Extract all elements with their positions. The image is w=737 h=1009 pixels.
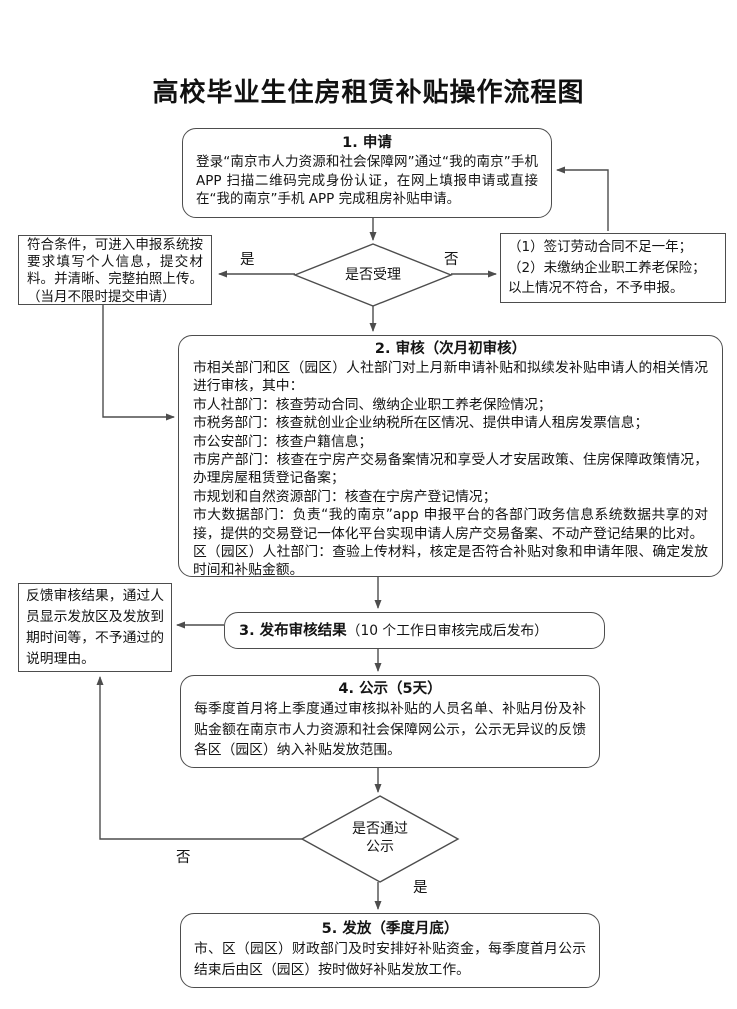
step5-disburse-box: 5. 发放（季度月底） 市、区（园区）财政部门及时安排好补贴资金，每季度首月公示… bbox=[180, 913, 600, 988]
arrow-eligible-to-step2 bbox=[102, 305, 175, 421]
page-title: 高校毕业生住房租赁补贴操作流程图 bbox=[152, 78, 585, 108]
step5-body: 市、区（园区）财政部门及时安排好补贴资金，每季度首月公示结束后由区（园区）按时做… bbox=[194, 941, 586, 978]
step2-line: 市大数据部门：负责“我的南京”app 申报平台的各部门政务信息系统数据共享的对接… bbox=[193, 507, 708, 542]
step2-line: 区（园区）人社部门：查验上传材料，核定是否符合补贴对象和申请年限、确定发放时间和… bbox=[193, 544, 708, 579]
decision2-question: 是否通过 公示 bbox=[302, 820, 458, 856]
step1-heading: 1. 申请 bbox=[342, 135, 392, 151]
step2-line: 市规划和自然资源部门：核查在宁房产登记情况； bbox=[193, 488, 497, 505]
step3-heading: 3. 发布审核结果 bbox=[239, 623, 347, 639]
step3-publish-box: 3. 发布审核结果（10 个工作日审核完成后发布） bbox=[224, 612, 605, 649]
step2-line: 市相关部门和区（园区）人社部门对上月新申请补贴和拟续发补贴申请人的相关情况进行审… bbox=[193, 360, 708, 395]
step1-apply-box: 1. 申请 登录“南京市人力资源和社会保障网”通过“我的南京”手机 APP 扫描… bbox=[182, 128, 552, 218]
step2-line: 市公安部门：核查户籍信息； bbox=[193, 433, 373, 450]
decision2-question-line1: 是否通过 bbox=[352, 821, 408, 837]
feedback-note-box: 反馈审核结果，通过人员显示发放区及发放到期时间等，不予通过的说明理由。 bbox=[18, 583, 172, 672]
step3-note: （10 个工作日审核完成后发布） bbox=[346, 623, 548, 639]
decision2-question-line2: 公示 bbox=[366, 839, 394, 855]
decision1-yes-label: 是 bbox=[240, 252, 255, 268]
decision1-question: 是否受理 bbox=[345, 267, 401, 283]
decision2-no-label: 否 bbox=[176, 850, 191, 866]
reject-note-line: （2）未缴纳企业职工养老保险； bbox=[508, 259, 706, 276]
step4-heading: 4. 公示（5天） bbox=[338, 681, 442, 697]
step4-body: 每季度首月将上季度通过审核拟补贴的人员名单、补贴月份及补贴金额在南京市人力资源和… bbox=[194, 701, 586, 758]
reject-note-line: 以上情况不符合，不予申报。 bbox=[508, 280, 684, 296]
reject-note-line: （1）签订劳动合同不足一年； bbox=[508, 239, 693, 255]
step4-publicity-box: 4. 公示（5天） 每季度首月将上季度通过审核拟补贴的人员名单、补贴月份及补贴金… bbox=[180, 675, 600, 768]
eligible-note-body: 符合条件，可进入申报系统按要求填写个人信息，提交材料。并清晰、完整拍照上传。（当… bbox=[27, 237, 203, 305]
step2-heading: 2. 审核（次月初审核） bbox=[374, 341, 527, 357]
step2-review-box: 2. 审核（次月初审核） 市相关部门和区（园区）人社部门对上月新申请补贴和拟续发… bbox=[178, 335, 723, 579]
step2-line: 市房产部门：核查在宁房产交易备案情况和享受人才安居政策、住房保障政策情况，办理房… bbox=[193, 452, 708, 487]
feedback-note-body: 反馈审核结果，通过人员显示发放区及发放到期时间等，不予通过的说明理由。 bbox=[26, 588, 164, 667]
decision2-yes-label: 是 bbox=[413, 880, 428, 896]
reject-note-box: （1）签订劳动合同不足一年； （2）未缴纳企业职工养老保险； 以上情况不符合，不… bbox=[500, 233, 726, 303]
step5-heading: 5. 发放（季度月底） bbox=[321, 921, 459, 937]
step2-line: 市税务部门：核查就创业企业纳税所在区情况、提供申请人租房发票信息； bbox=[193, 415, 649, 432]
decision1-no-label: 否 bbox=[444, 252, 459, 268]
step2-line: 市人社部门：核查劳动合同、缴纳企业职工养老保险情况； bbox=[193, 396, 552, 413]
step1-body: 登录“南京市人力资源和社会保障网”通过“我的南京”手机 APP 扫描二维码完成身… bbox=[196, 154, 538, 208]
eligible-note-box: 符合条件，可进入申报系统按要求填写个人信息，提交材料。并清晰、完整拍照上传。（当… bbox=[18, 235, 212, 305]
arrow-reject-back-to-step1 bbox=[556, 166, 609, 231]
